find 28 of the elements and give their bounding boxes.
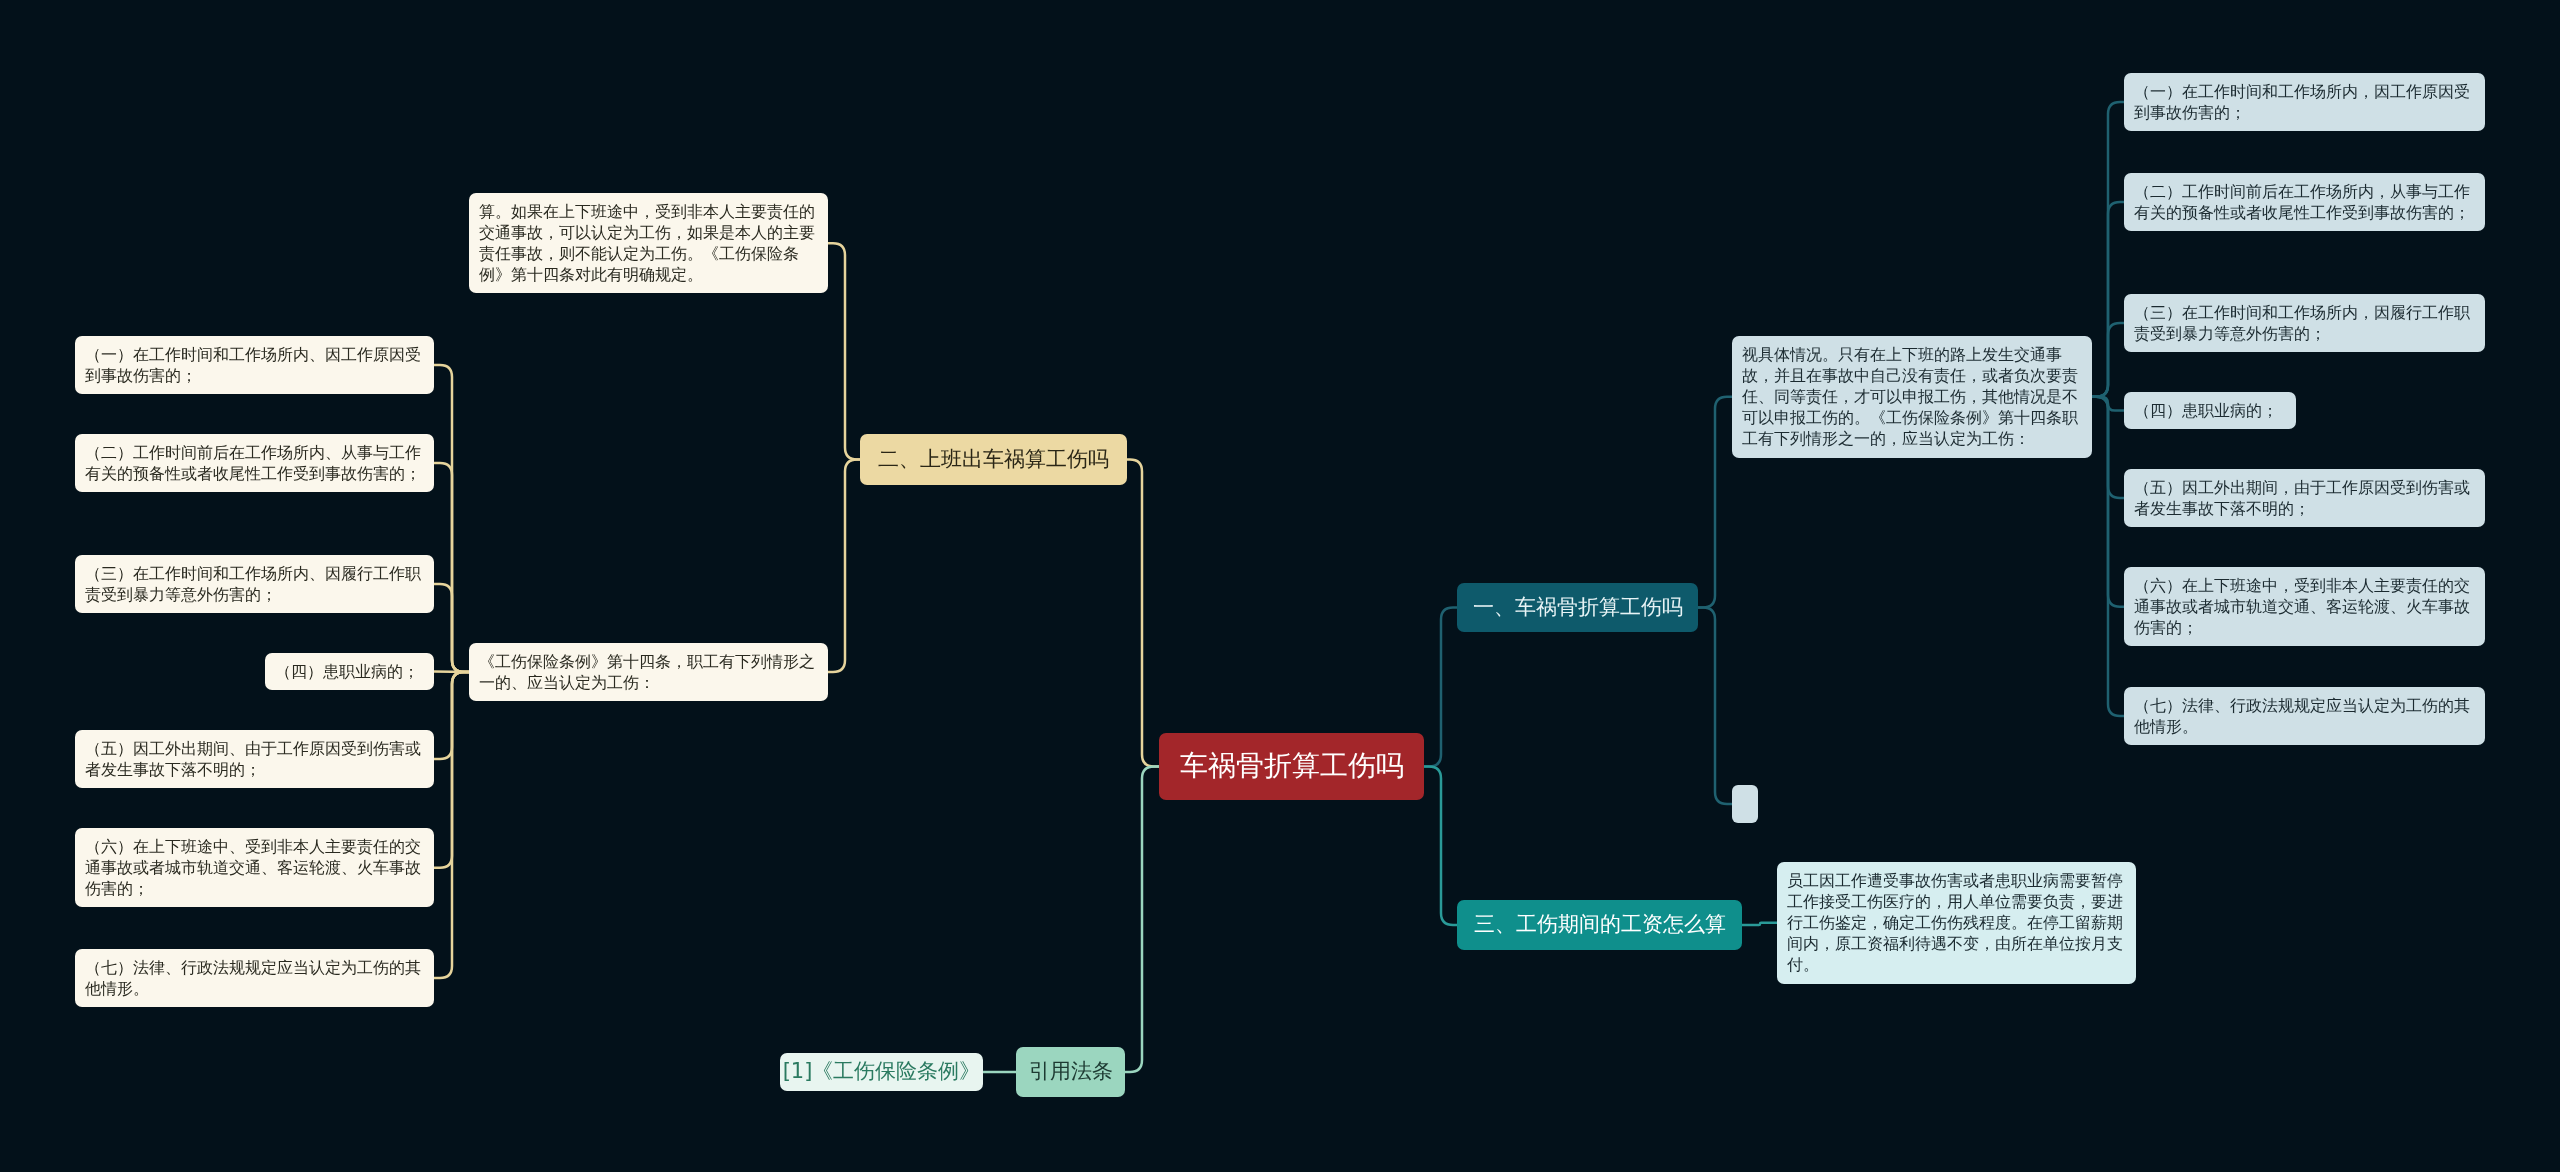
list-item-card: （七）法律、行政法规规定应当认定为工伤的其他情形。 <box>2124 687 2485 746</box>
note-card: 算。如果在上下班途中，受到非本人主要责任的交通事故，可以认定为工伤，如果是本人的主要责任事故，则不能认定为工伤。《工伤保险条例》第十四条对此有明确规定。 <box>469 193 828 294</box>
branch-topic: 三、工伤期间的工资怎么算 <box>1457 900 1742 950</box>
connector-line <box>1125 765 1159 1074</box>
list-item-card: （三）在工作时间和工作场所内、因履行工作职责受到暴力等意外伤害的； <box>75 555 434 614</box>
list-item-card: （六）在上下班途中、受到非本人主要责任的交通事故或者城市轨道交通、客运轮渡、火车事故伤害的； <box>75 828 434 908</box>
empty-box <box>1732 785 1758 823</box>
list-item-card: （二）工作时间前后在工作场所内、从事与工作有关的预备性或者收尾性工作受到事故伤害的； <box>75 434 434 493</box>
note-card: 视具体情况。只有在上下班的路上发生交通事故，并且在事故中自己没有责任，或者负次要责任、同等责任，才可以申报工伤，其他情况是不可以申报工伤的。《工伤保险条例》第十四条职工有下列情形之一的，应当认定为工伤： <box>1732 336 2092 458</box>
list-item-card: （三）在工作时间和工作场所内，因履行工作职责受到暴力等意外伤害的； <box>2124 294 2485 353</box>
list-item-card: （五）因工外出期间，由于工作原因受到伤害或者发生事故下落不明的； <box>2124 469 2485 528</box>
branch-topic: 二、上班出车祸算工伤吗 <box>860 434 1127 485</box>
list-item-card: （六）在上下班途中，受到非本人主要责任的交通事故或者城市轨道交通、客运轮渡、火车事故伤害的； <box>2124 567 2485 647</box>
branch-topic: 引用法条 <box>1016 1047 1125 1097</box>
list-item-card: （四）患职业病的； <box>265 653 434 691</box>
list-item-card: （一）在工作时间和工作场所内、因工作原因受到事故伤害的； <box>75 336 434 395</box>
list-item-card: （二）工作时间前后在工作场所内，从事与工作有关的预备性或者收尾性工作受到事故伤害的； <box>2124 173 2485 232</box>
note-card: 《工伤保险条例》第十四条，职工有下列情形之一的、应当认定为工伤： <box>469 643 828 702</box>
list-item-card: （七）法律、行政法规规定应当认定为工伤的其他情形。 <box>75 949 434 1008</box>
note-card: 员工因工作遭受事故伤害或者患职业病需要暂停工作接受工伤医疗的，用人单位需要负责，要进行工伤鉴定，确定工伤伤残程度。在停工留薪期间内，原工资福利待遇不变，由所在单位按月支付。 <box>1777 862 2136 984</box>
connector-line <box>1742 921 1777 927</box>
citation-card: [1]《工伤保险条例》 <box>780 1053 983 1091</box>
connector-line <box>983 1070 1016 1074</box>
list-item-card: （一）在工作时间和工作场所内，因工作原因受到事故伤害的； <box>2124 73 2485 132</box>
list-item-card: （五）因工外出期间、由于工作原因受到伤害或者发生事故下落不明的； <box>75 730 434 789</box>
central-topic: 车祸骨折算工伤吗 <box>1159 733 1424 800</box>
list-item-card: （四）患职业病的； <box>2124 392 2296 430</box>
branch-topic: 一、车祸骨折算工伤吗 <box>1457 583 1698 632</box>
